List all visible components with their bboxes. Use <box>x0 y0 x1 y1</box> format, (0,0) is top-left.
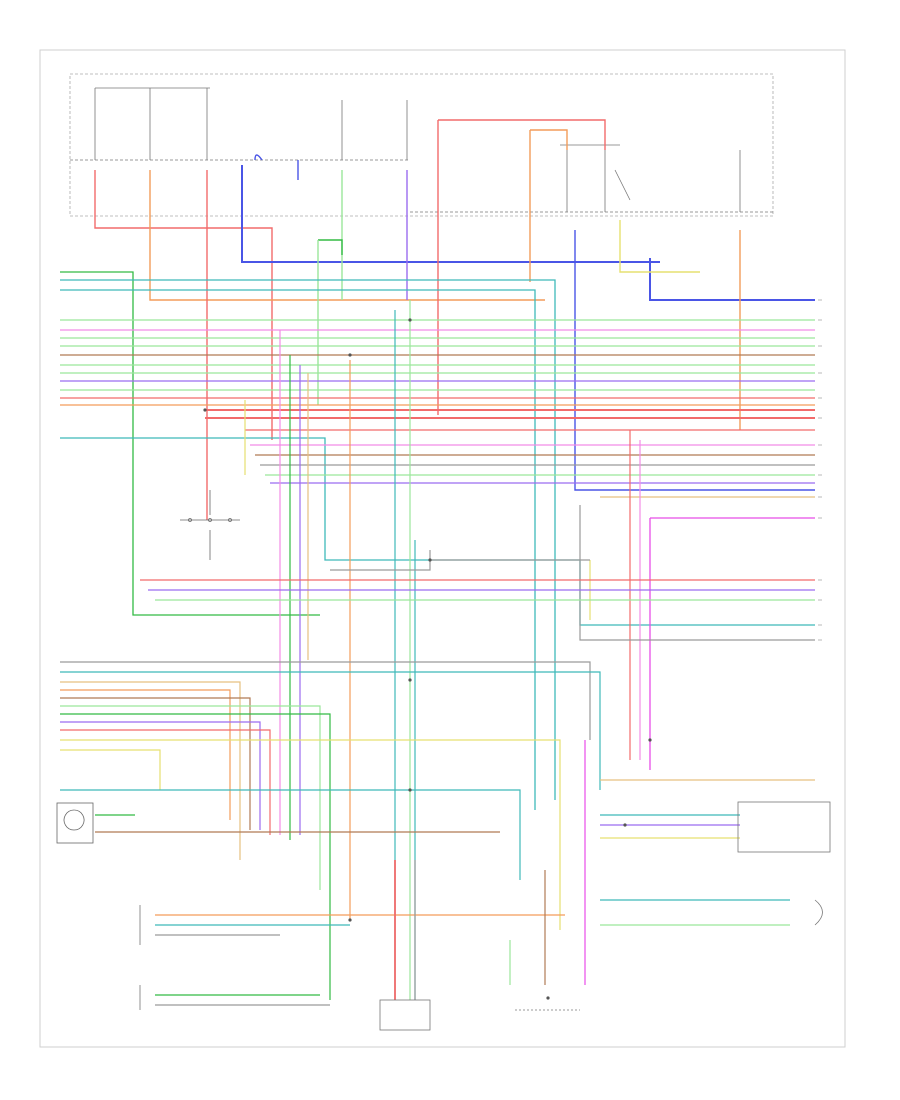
top-box-internals <box>70 87 773 213</box>
left-bus-top <box>60 271 815 810</box>
mid-verticals <box>140 300 815 1000</box>
top-module-box <box>69 73 774 217</box>
top-wires <box>94 119 815 520</box>
left-sensor <box>56 802 94 844</box>
ignition-switch-symbol <box>180 490 240 560</box>
bottom-connectors <box>139 801 831 1031</box>
left-bus-bottom <box>60 661 815 1006</box>
right-pin-ticks <box>818 299 822 641</box>
splice-points <box>203 318 652 1000</box>
outer-frame <box>39 49 846 1048</box>
